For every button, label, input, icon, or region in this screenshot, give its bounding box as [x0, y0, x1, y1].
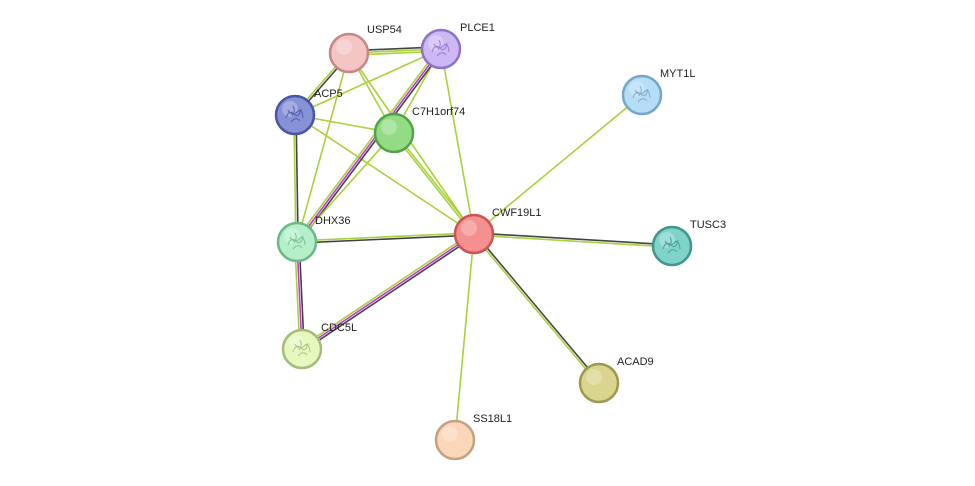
edge-plce1-dhx36-1[interactable] — [296, 48, 442, 243]
node-dhx36[interactable]: DHX36 — [276, 215, 350, 263]
edge-cwf19l1-acp5-0[interactable] — [294, 114, 475, 235]
node-circle-usp54[interactable] — [328, 32, 370, 74]
edge-cwf19l1-dhx36-1[interactable] — [296, 232, 474, 242]
node-label-ss18l1: SS18L1 — [473, 413, 512, 425]
edge-plce1-acp5-0[interactable] — [294, 48, 442, 116]
node-ss18l1[interactable]: SS18L1 — [434, 413, 512, 461]
node-highlight-acad9 — [586, 369, 602, 385]
node-c7h1orf74[interactable]: C7H1orf74 — [373, 106, 465, 154]
node-circle-cwf19l1[interactable] — [453, 213, 495, 255]
node-highlight-acp5 — [282, 101, 298, 117]
edge-layer — [293, 46, 673, 441]
node-highlight-tusc3 — [659, 232, 675, 248]
edge-cwf19l1-c7h1orf74-1[interactable] — [394, 131, 476, 234]
node-label-acad9: ACAD9 — [617, 356, 654, 368]
node-label-acp5: ACP5 — [314, 88, 343, 100]
node-label-c7h1orf74: C7H1orf74 — [412, 106, 465, 118]
protein-structure-icon — [287, 232, 306, 250]
node-label-dhx36: DHX36 — [315, 215, 350, 227]
node-plce1[interactable]: PLCE1 — [420, 22, 495, 70]
edge-cwf19l1-ss18l1-0[interactable] — [454, 233, 475, 441]
edge-cwf19l1-myt1l-0[interactable] — [473, 94, 643, 235]
edge-cwf19l1-usp54-0[interactable] — [348, 52, 475, 235]
edge-plce1-dhx36-0[interactable] — [298, 49, 444, 244]
node-label-plce1: PLCE1 — [460, 22, 495, 34]
edge-cwf19l1-cdc5l-1[interactable] — [301, 233, 475, 350]
edge-c7h1orf74-dhx36-0[interactable] — [296, 132, 395, 243]
node-label-cwf19l1: CWF19L1 — [492, 207, 542, 219]
node-myt1l[interactable]: MYT1L — [621, 68, 695, 116]
edge-cwf19l1-c7h1orf74-0[interactable] — [392, 133, 474, 236]
edge-cwf19l1-acad9-0[interactable] — [474, 232, 601, 383]
node-cwf19l1[interactable]: CWF19L1 — [453, 207, 542, 255]
node-highlight-c7h1orf74 — [381, 119, 397, 135]
node-tusc3[interactable]: TUSC3 — [651, 219, 726, 267]
node-highlight-myt1l — [629, 81, 645, 97]
protein-structure-icon — [431, 39, 450, 57]
edge-acp5-dhx36-0[interactable] — [295, 114, 299, 242]
node-circle-ss18l1[interactable] — [434, 419, 476, 461]
edge-usp54-dhx36-0[interactable] — [296, 52, 350, 243]
node-highlight-usp54 — [336, 39, 352, 55]
node-highlight-dhx36 — [284, 228, 300, 244]
protein-structure-icon — [662, 236, 681, 254]
protein-structure-icon — [632, 85, 651, 103]
node-cdc5l[interactable]: CDC5L — [281, 322, 357, 370]
edge-cwf19l1-dhx36-0[interactable] — [297, 234, 475, 244]
edge-cwf19l1-tusc3-0[interactable] — [474, 232, 673, 246]
edge-cwf19l1-tusc3-1[interactable] — [473, 234, 672, 248]
edge-cwf19l1-plce1-0[interactable] — [440, 48, 475, 235]
edge-cwf19l1-cdc5l-2[interactable] — [300, 231, 474, 348]
node-label-tusc3: TUSC3 — [690, 219, 726, 231]
edge-acp5-dhx36-1[interactable] — [293, 115, 297, 243]
edge-plce1-dhx36-2[interactable] — [294, 47, 440, 242]
node-acp5[interactable]: ACP5 — [274, 88, 343, 136]
protein-structure-icon — [285, 105, 304, 123]
edge-cwf19l1-cdc5l-0[interactable] — [302, 235, 476, 352]
node-label-myt1l: MYT1L — [660, 68, 695, 80]
edge-cwf19l1-acad9-1[interactable] — [472, 234, 599, 385]
node-circle-acad9[interactable] — [578, 362, 620, 404]
node-label-cdc5l: CDC5L — [321, 322, 357, 334]
node-highlight-plce1 — [428, 35, 444, 51]
protein-structure-icon — [292, 339, 311, 357]
node-highlight-cdc5l — [289, 335, 305, 351]
node-circle-c7h1orf74[interactable] — [373, 112, 415, 154]
node-highlight-cwf19l1 — [461, 220, 477, 236]
node-usp54[interactable]: USP54 — [328, 24, 402, 74]
node-label-usp54: USP54 — [367, 24, 402, 36]
node-highlight-ss18l1 — [442, 426, 458, 442]
node-acad9[interactable]: ACAD9 — [578, 356, 654, 404]
